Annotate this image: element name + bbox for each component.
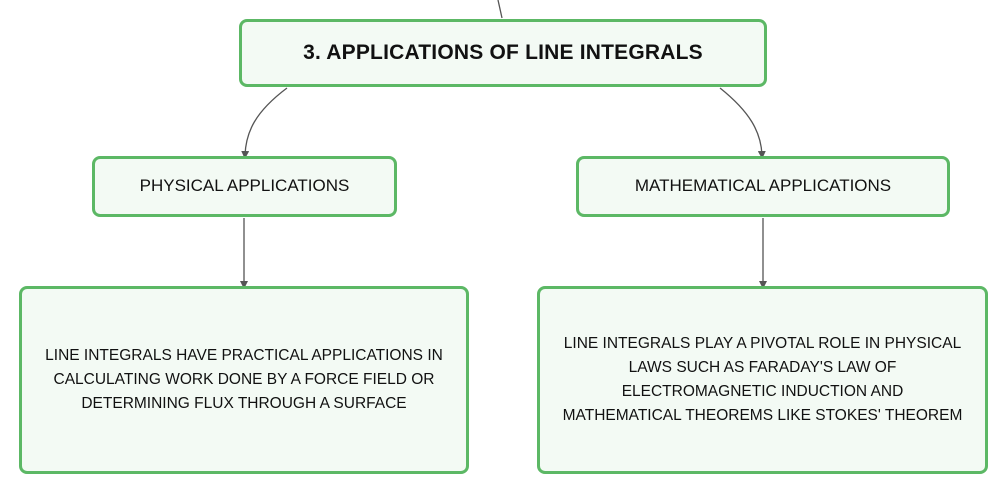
detail-line: DETERMINING FLUX THROUGH A SURFACE <box>81 395 407 412</box>
mathematical-applications-detail-node[interactable]: LINE INTEGRALS PLAY A PIVOTAL ROLE IN PH… <box>537 286 988 474</box>
detail-line: MATHEMATICAL THEOREMS LIKE STOKES' THEOR… <box>562 407 963 425</box>
connector-incoming <box>497 0 503 19</box>
root-node-label: 3. APPLICATIONS OF LINE INTEGRALS <box>303 40 703 64</box>
detail-line: ELECTROMAGNETIC INDUCTION AND <box>621 383 904 400</box>
physical-applications-label: PHYSICAL APPLICATIONS <box>139 176 350 196</box>
mathematical-applications-detail-text: LINE INTEGRALS PLAY A PIVOTAL ROLE IN PH… <box>563 332 963 428</box>
detail-line: CALCULATING WORK DONE BY A FORCE FIELD O… <box>53 370 435 388</box>
detail-line: LINE INTEGRALS HAVE PRACTICAL APPLICATIO… <box>45 346 443 364</box>
mathematical-applications-label: MATHEMATICAL APPLICATIONS <box>634 176 892 196</box>
detail-line: LAWS SUCH AS FARADAY'S LAW OF <box>628 358 897 376</box>
root-node[interactable]: 3. APPLICATIONS OF LINE INTEGRALS <box>239 19 767 87</box>
physical-applications-node[interactable]: PHYSICAL APPLICATIONS <box>92 156 397 217</box>
detail-line: LINE INTEGRALS PLAY A PIVOTAL ROLE IN PH… <box>563 334 962 352</box>
physical-applications-detail-text: LINE INTEGRALS HAVE PRACTICAL APPLICATIO… <box>45 344 443 416</box>
connector-root-to-physical <box>241 87 288 159</box>
connector-root-to-mathematical <box>719 87 766 159</box>
physical-applications-detail-node[interactable]: LINE INTEGRALS HAVE PRACTICAL APPLICATIO… <box>19 286 469 474</box>
mathematical-applications-node[interactable]: MATHEMATICAL APPLICATIONS <box>576 156 950 217</box>
